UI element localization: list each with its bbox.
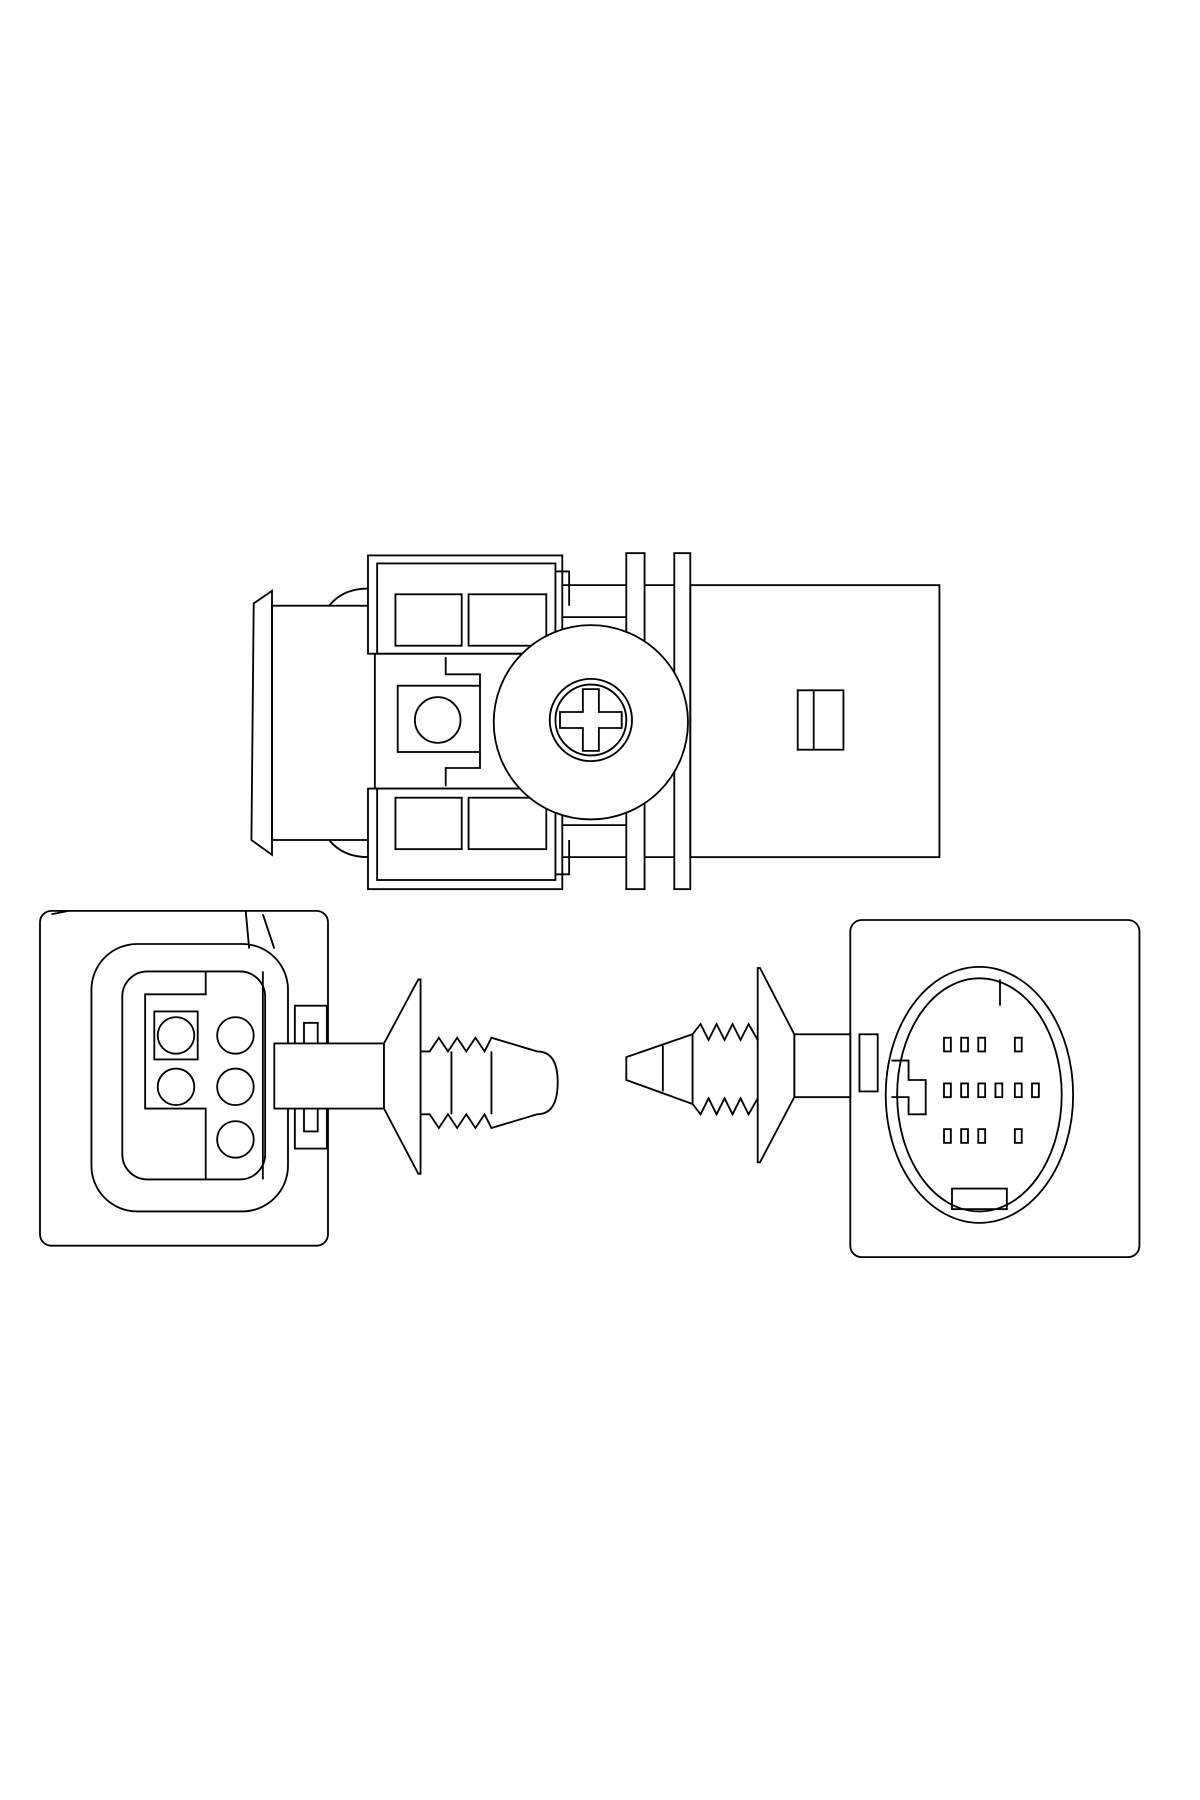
clip-slot <box>303 1107 319 1133</box>
pin <box>216 1016 255 1055</box>
mount-boss <box>492 624 689 821</box>
pin-row-bottom <box>943 1128 1023 1144</box>
barbed-pin <box>420 1036 559 1130</box>
pin-block <box>144 971 264 1180</box>
side-clip <box>858 1033 879 1093</box>
female-connector-face <box>39 909 559 1247</box>
left-body-ridge-bottom <box>328 839 369 859</box>
latch-step-top <box>444 657 481 686</box>
cross-slot-icon <box>559 688 623 752</box>
lower-latch-block <box>367 787 571 891</box>
left-body <box>271 604 376 841</box>
housing-window <box>796 689 845 751</box>
clip-stem <box>273 1042 385 1110</box>
clip-flare <box>383 978 422 1175</box>
pin <box>156 1016 196 1055</box>
pin <box>156 1067 196 1107</box>
pin-row-top <box>943 1036 1023 1053</box>
screw-head <box>548 677 633 763</box>
clip-slot <box>303 1021 319 1047</box>
pin-1-marker <box>153 1010 199 1061</box>
barbed-pin <box>625 1021 759 1117</box>
plug-housing <box>689 584 941 859</box>
latch-step-bottom <box>444 752 481 787</box>
left-body-ridge-top <box>328 587 369 607</box>
pin-row-middle <box>943 1082 1040 1099</box>
polarity-key <box>891 1059 927 1116</box>
screw-head-inner <box>554 683 628 757</box>
clip-flare <box>756 967 796 1164</box>
top-connector <box>250 552 941 891</box>
release-hole <box>413 696 462 744</box>
pin <box>216 1067 255 1107</box>
link-lines <box>562 584 675 859</box>
release-window <box>396 684 481 753</box>
left-cap <box>250 589 273 857</box>
male-connector-face <box>625 919 1141 1259</box>
pin <box>216 1120 255 1159</box>
upper-latch-block <box>367 554 571 655</box>
seal-inner <box>896 977 1063 1213</box>
clip-stem <box>793 1033 852 1099</box>
face-chamfers <box>51 909 276 949</box>
seal-outer <box>884 965 1075 1224</box>
seal-inner <box>121 970 267 1181</box>
bottom-key <box>951 1187 1008 1211</box>
